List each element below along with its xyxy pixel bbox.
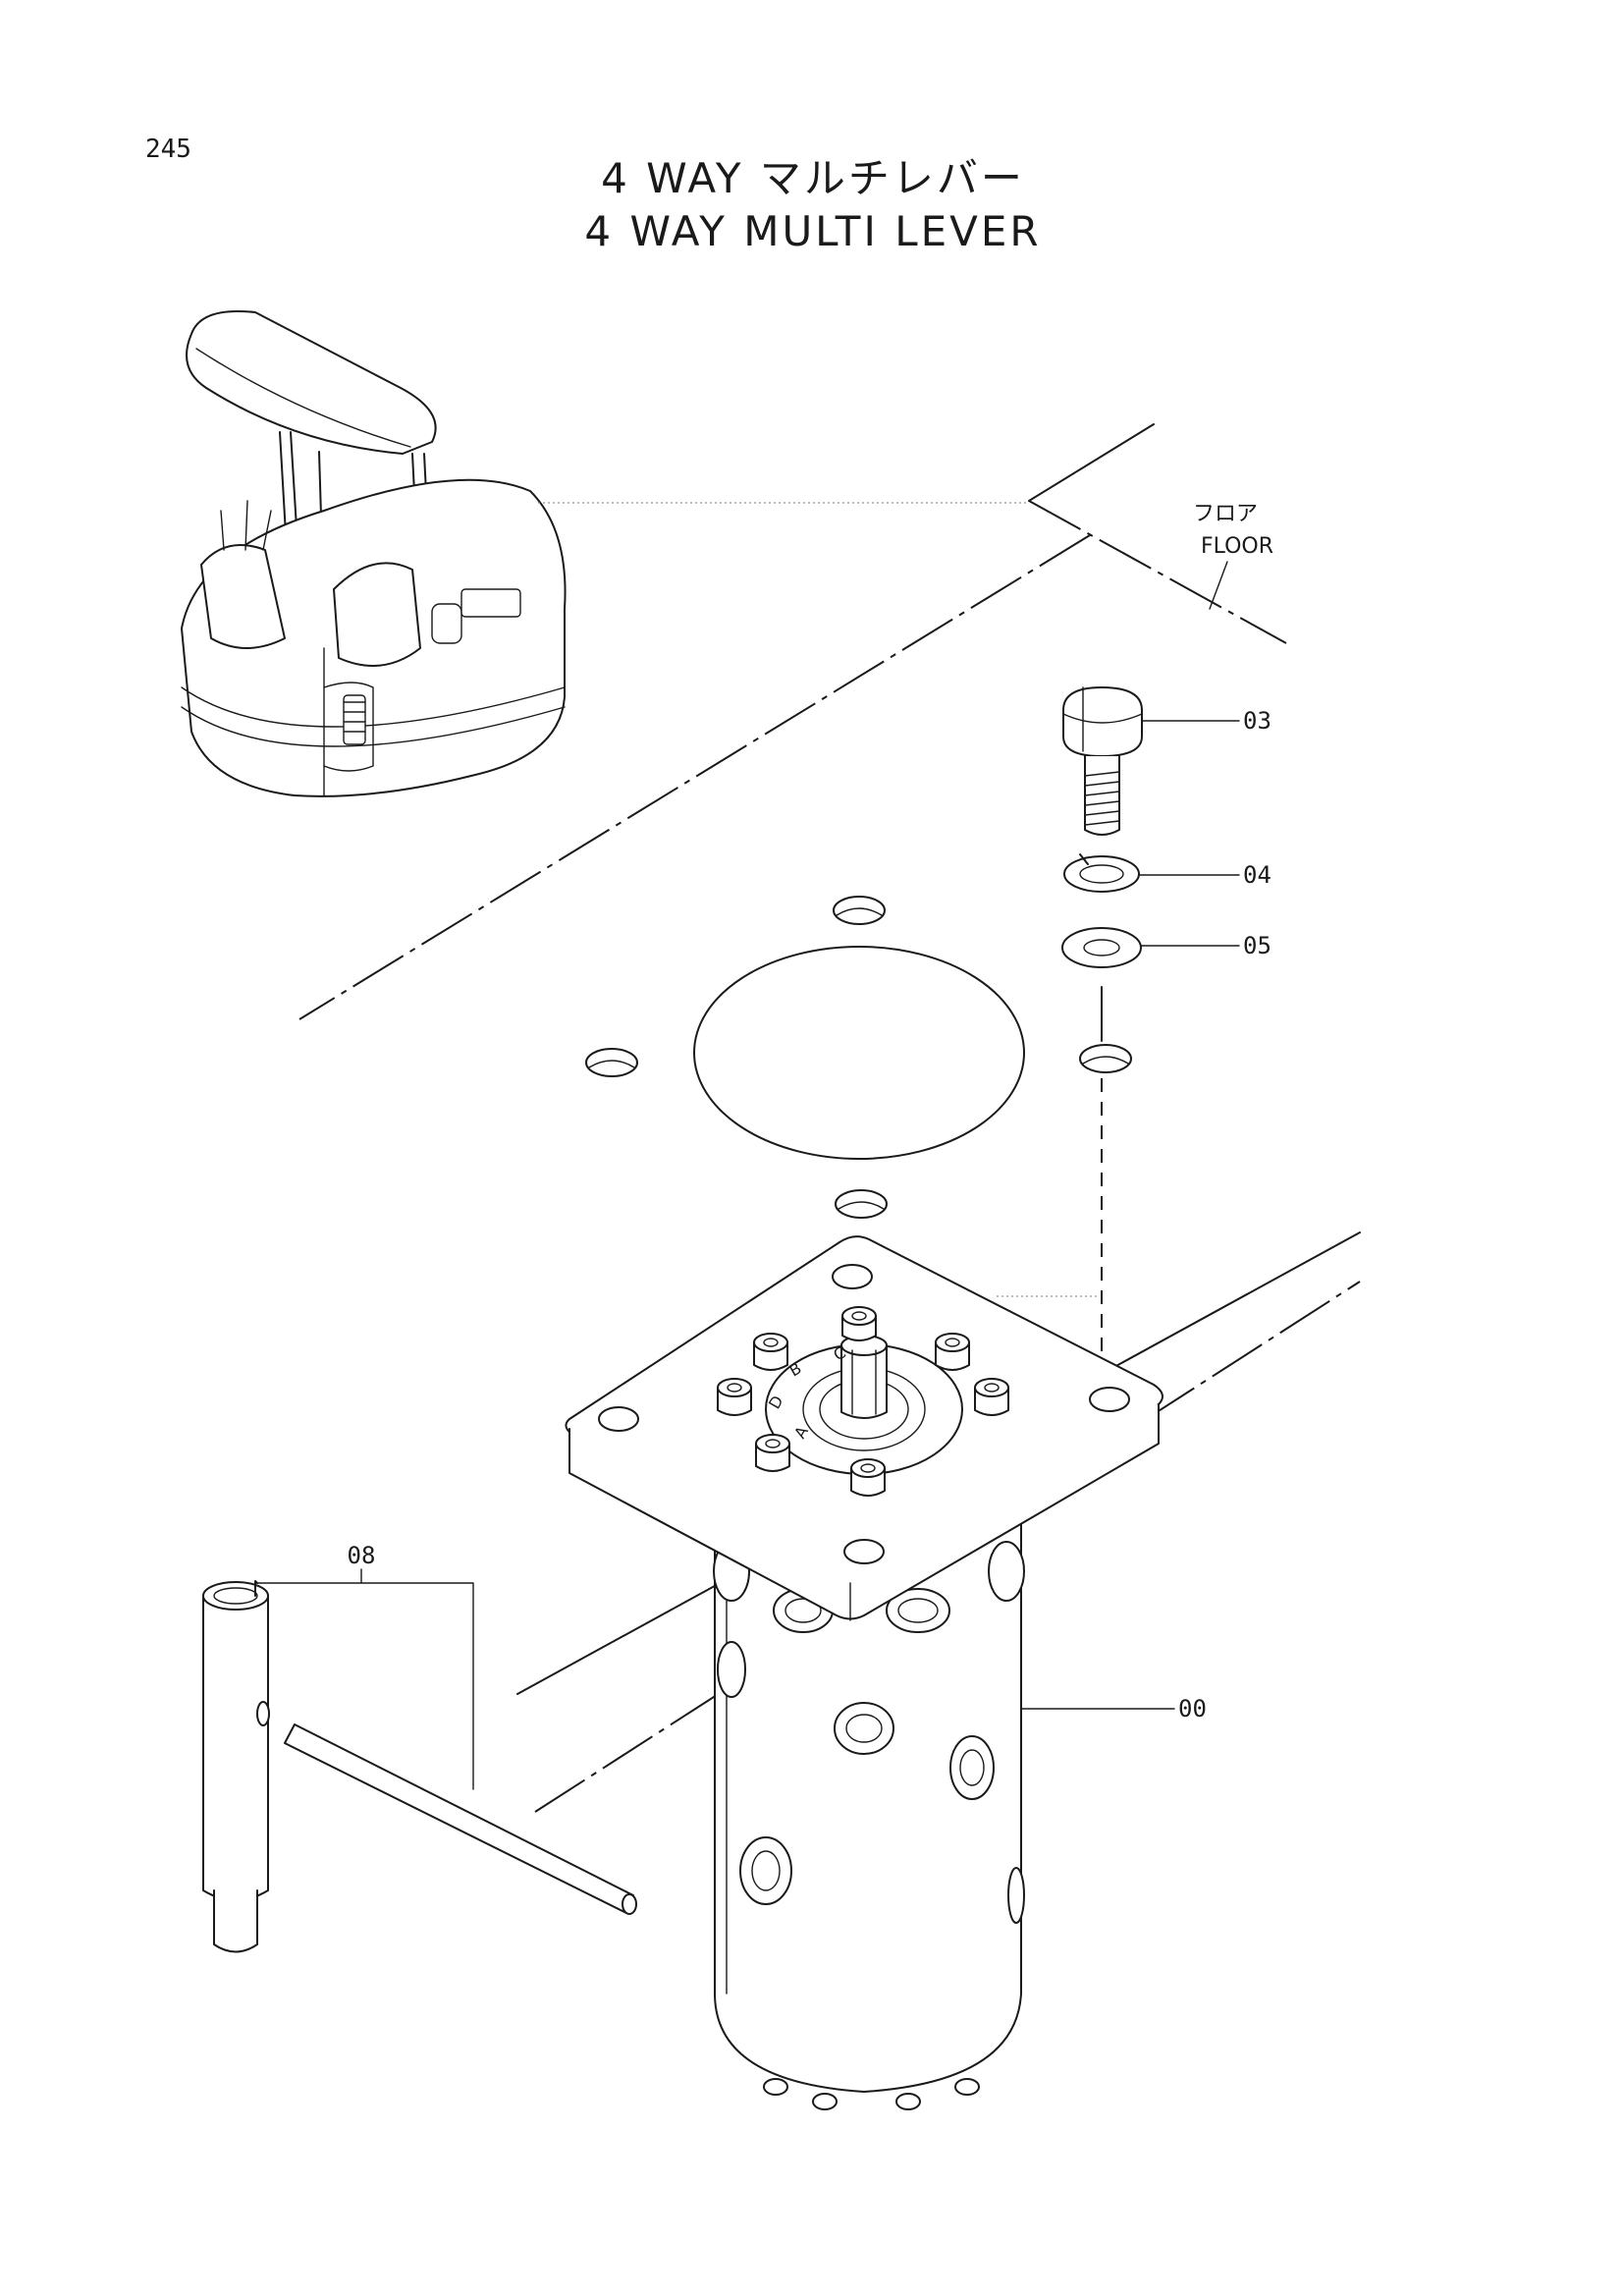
callout-04-label: 04 (1243, 861, 1271, 889)
callout-00-label: 00 (1178, 1695, 1207, 1722)
title-japanese: 4 WAY マルチレバー (601, 154, 1025, 202)
floor-label-leader (1209, 561, 1228, 610)
washer-05 (1061, 927, 1142, 968)
callout-05-label: 05 (1243, 932, 1271, 959)
callout-00: 00 (1020, 1695, 1207, 1722)
valve-assembly-00: B C D A (565, 1235, 1163, 2110)
floor-label: フロア FLOOR (1193, 502, 1273, 610)
callout-03: 03 (1141, 707, 1271, 735)
floor-label-en: FLOOR (1201, 534, 1273, 559)
floor-openings (585, 896, 1132, 1219)
spring-washer-04 (1063, 853, 1140, 893)
callout-04: 04 (1138, 861, 1271, 889)
callout-03-label: 03 (1243, 707, 1271, 735)
callout-05: 05 (1140, 932, 1271, 959)
title-english: 4 WAY MULTI LEVER (584, 207, 1041, 255)
bolt-03 (1062, 686, 1143, 836)
machine-overview-illustration (181, 310, 567, 797)
page-number: 245 (145, 135, 191, 164)
tool-08 (202, 1580, 637, 1953)
callout-08: 08 (254, 1542, 474, 1790)
floor-label-jp: フロア (1193, 502, 1258, 526)
callout-08-label: 08 (348, 1542, 376, 1569)
cap-screws (717, 1306, 1009, 1497)
